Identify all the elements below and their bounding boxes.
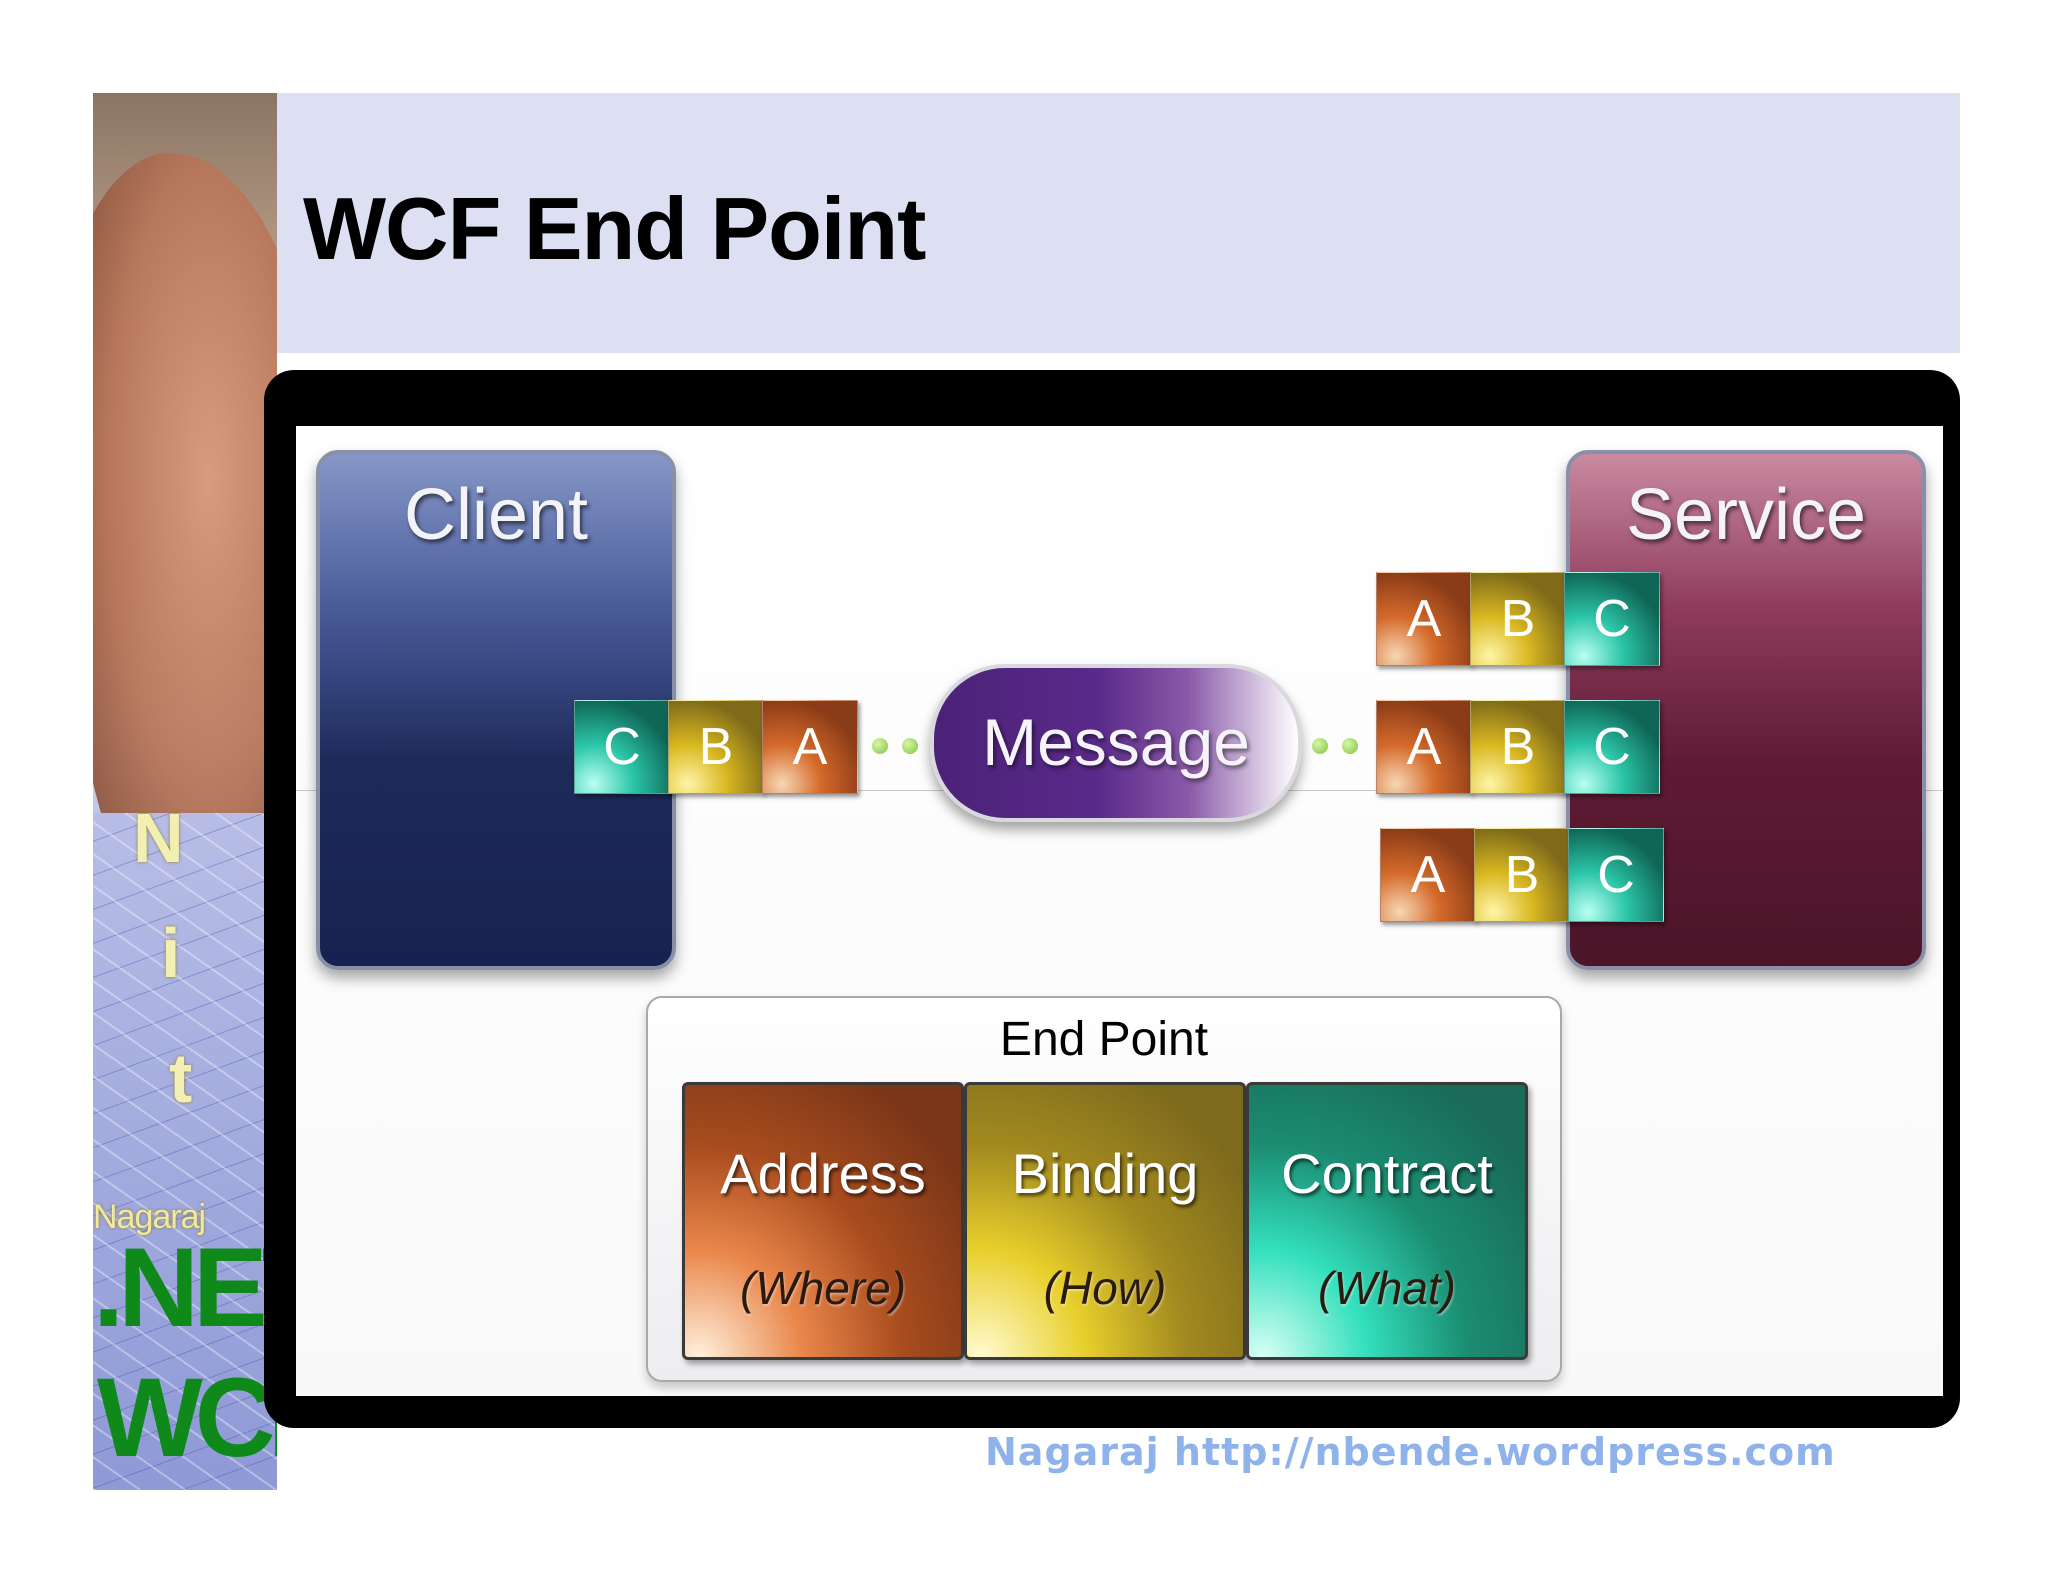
title-banner (277, 93, 1960, 353)
contract-label: Contract (1281, 1142, 1493, 1205)
address-subtitle: (Where) (739, 1262, 907, 1314)
service-chip-a: A (1376, 572, 1472, 666)
service-chip-b: B (1470, 572, 1566, 666)
footer-credit: Nagaraj http://nbende.wordpress.com (985, 1430, 1836, 1474)
client-chip-a: A (762, 700, 858, 794)
address-card: Address (Where) (682, 1082, 964, 1360)
side-wcf-logo: WCF (97, 1355, 277, 1480)
side-letter-i: i (161, 914, 181, 992)
message-pill: Message (930, 664, 1302, 822)
service-chip-a: A (1380, 828, 1476, 922)
contract-card: Contract (What) (1246, 1082, 1528, 1360)
client-chip-c: C (574, 700, 670, 794)
address-label: Address (720, 1142, 926, 1205)
service-chip-c: C (1568, 828, 1664, 922)
slide-title: WCF End Point (303, 179, 926, 278)
service-chip-c: C (1564, 700, 1660, 794)
side-nagaraj: Nagaraj (93, 1198, 206, 1236)
service-label: Service (1625, 475, 1867, 555)
connector-dot (1312, 738, 1328, 754)
binding-label: Binding (1011, 1142, 1199, 1205)
side-letter-t: t (169, 1039, 193, 1117)
connector-dot (902, 738, 918, 754)
side-decoration: N i t Nagaraj .NET WCF (93, 93, 277, 1490)
diagram-stage: Client Service C B A Message A B C A B C… (296, 426, 1943, 1396)
connector-dot (1342, 738, 1358, 754)
contract-subtitle: (What) (1318, 1262, 1456, 1314)
binding-card: Binding (How) (964, 1082, 1246, 1360)
service-chip-b: B (1474, 828, 1570, 922)
blueprint-image (93, 813, 277, 1490)
connector-dot (872, 738, 888, 754)
message-label: Message (982, 705, 1250, 779)
binding-subtitle: (How) (1043, 1262, 1167, 1314)
client-chip-b: B (668, 700, 764, 794)
endpoint-panel: End Point Address (Where) Binding (How) … (646, 996, 1562, 1382)
side-letter-n: N (133, 799, 184, 877)
client-label: Client (403, 475, 589, 555)
service-chip-c: C (1564, 572, 1660, 666)
service-chip-b: B (1470, 700, 1566, 794)
side-lettering: N i t Nagaraj .NET WCF (93, 93, 277, 1490)
service-chip-a: A (1376, 700, 1472, 794)
endpoint-title: End Point (999, 1013, 1209, 1066)
side-net-logo: .NET (93, 1225, 277, 1350)
